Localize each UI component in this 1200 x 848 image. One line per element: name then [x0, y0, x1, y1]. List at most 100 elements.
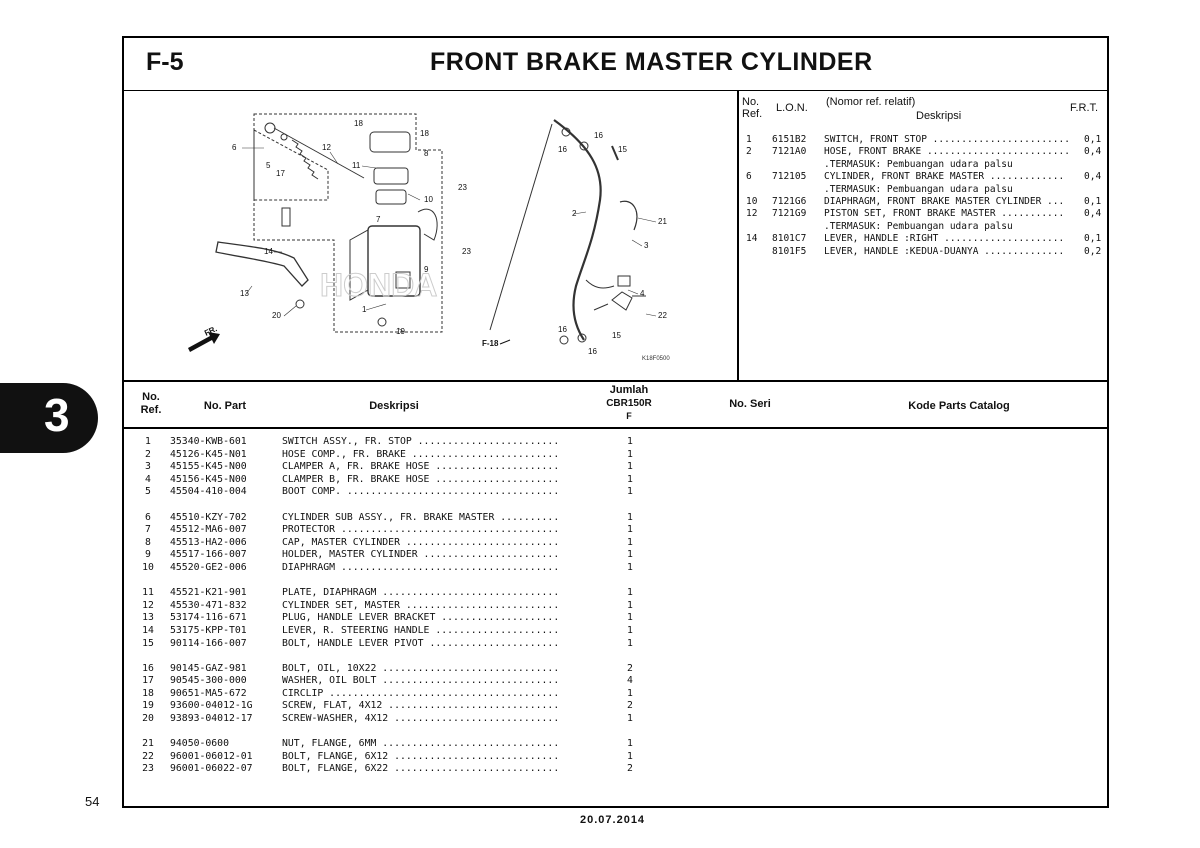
part-ref: 11 [142, 587, 154, 599]
callout-16d: 16 [588, 347, 597, 356]
callout-8: 8 [424, 149, 429, 158]
part-description: PLUG, HANDLE LEVER BRACKET .............… [282, 612, 560, 624]
ref-desc: HOSE, FRONT BRAKE ......................… [824, 146, 1070, 158]
ref-no: 1 [746, 134, 752, 145]
part-description: SCREW-WASHER, 4X12 .....................… [282, 713, 560, 725]
callout-15a: 15 [618, 145, 627, 154]
exploded-diagram: HONDA FR. F-18 K18F0500 18 18 8 6 12 5 1… [124, 90, 737, 380]
part-ref: 14 [142, 624, 154, 636]
ref-lon: 7121G9 [772, 208, 807, 220]
parts-col-part: No. Part [203, 400, 247, 412]
part-description: HOLDER, MASTER CYLINDER ................… [282, 549, 560, 561]
parts-col-no: No. Ref. [136, 391, 166, 417]
page-title: FRONT BRAKE MASTER CYLINDER [430, 48, 873, 76]
ref-desc: .TERMASUK: Pembuangan udara palsu [824, 183, 1013, 195]
callout-1: 1 [362, 305, 367, 314]
part-ref: 2 [145, 448, 151, 460]
callout-15b: 15 [612, 331, 621, 340]
callout-16c: 16 [558, 325, 567, 334]
ref-no: 6 [746, 171, 752, 183]
part-description: BOLT, OIL, 10X22 .......................… [282, 662, 560, 674]
part-ref: 21 [142, 738, 154, 750]
print-date: 20.07.2014 [580, 814, 646, 826]
callout-16a: 16 [558, 145, 567, 154]
part-number: 90545-300-000 [170, 675, 247, 687]
part-ref: 12 [142, 599, 154, 611]
ref-col-deskripsi: Deskripsi [916, 110, 962, 122]
ref-col-no: No. Ref. [742, 96, 762, 120]
chapter-tab-number: 3 [44, 389, 70, 441]
part-description: BOOT COMP. .............................… [282, 486, 560, 498]
watermark: HONDA [320, 267, 437, 303]
part-description: PLATE, DIAPHRAGM .......................… [282, 587, 560, 599]
parts-header-bottom-rule [124, 427, 1107, 429]
ref-frt: 0,4 [1084, 171, 1102, 183]
callout-12: 12 [322, 143, 331, 152]
ref-frt: 0,1 [1084, 195, 1102, 207]
ref-no: 10 [746, 195, 758, 207]
ref-lon: 6151B2 [772, 134, 807, 145]
part-ref: 15 [142, 637, 154, 649]
parts-col-jumlah: Jumlah CBR150R F [594, 384, 664, 423]
part-number: 90114-166-007 [170, 637, 247, 649]
part-ref: 1 [145, 436, 151, 447]
part-number: 94050-0600 [170, 738, 229, 750]
part-ref: 10 [142, 561, 154, 573]
ref-row: 1 6151B2 SWITCH, FRONT STOP ..............… [742, 134, 1102, 146]
ref-desc: DIAPHRAGM, FRONT BRAKE MASTER CYLINDER .… [824, 195, 1065, 207]
part-quantity: 1 [627, 561, 633, 573]
callout-23a: 23 [458, 183, 467, 192]
ref-lon: 712105 [772, 171, 807, 183]
part-description: HOSE COMP., FR. BRAKE ..................… [282, 448, 560, 460]
part-quantity: 2 [627, 662, 633, 674]
part-ref: 18 [142, 687, 154, 699]
ref-desc: SWITCH, FRONT STOP .....................… [824, 134, 1070, 145]
part-ref: 3 [145, 461, 151, 473]
part-description: CYLINDER SET, MASTER ...................… [282, 599, 560, 611]
part-quantity: 1 [627, 599, 633, 611]
callout-4: 4 [640, 289, 645, 298]
part-quantity: 1 [627, 750, 633, 762]
ref-no-label: No. [742, 96, 760, 108]
part-quantity: 1 [627, 587, 633, 599]
part-ref: 23 [142, 763, 154, 775]
part-quantity: 1 [627, 549, 633, 561]
diagram-svg: HONDA FR. F-18 K18F0500 18 18 8 6 12 5 1… [188, 113, 670, 362]
model-label: CBR150R [606, 398, 652, 409]
parts-no-label: No. [142, 391, 160, 403]
part-number: 45512-MA6-007 [170, 524, 247, 536]
part-number: 45521-K21-901 [170, 587, 247, 599]
part-quantity: 4 [627, 675, 633, 687]
ref-desc: .TERMASUK: Pembuangan udara palsu [824, 220, 1013, 232]
part-description: PROTECTOR ..............................… [282, 524, 560, 536]
callout-14: 14 [264, 247, 273, 256]
part-ref: 6 [145, 511, 151, 523]
part-number: 45517-166-007 [170, 549, 247, 561]
diagram-divider [737, 90, 739, 380]
callout-20: 20 [272, 311, 281, 320]
diagram-code: K18F0500 [642, 356, 670, 362]
callout-16b: 16 [594, 131, 603, 140]
callout-2: 2 [572, 209, 577, 218]
ref-row: .TERMASUK: Pembuangan udara palsu [742, 221, 1102, 233]
part-quantity: 1 [627, 624, 633, 636]
parts-col-deskripsi: Deskripsi [369, 400, 419, 412]
callout-18a: 18 [354, 119, 363, 128]
part-quantity: 2 [627, 700, 633, 712]
part-number: 93893-04012-17 [170, 713, 253, 725]
callout-18b: 18 [420, 129, 429, 138]
callout-6: 6 [232, 143, 237, 152]
catalog-frame: F-5 FRONT BRAKE MASTER CYLINDER [122, 36, 1109, 808]
part-number: 93600-04012-1G [170, 700, 253, 712]
